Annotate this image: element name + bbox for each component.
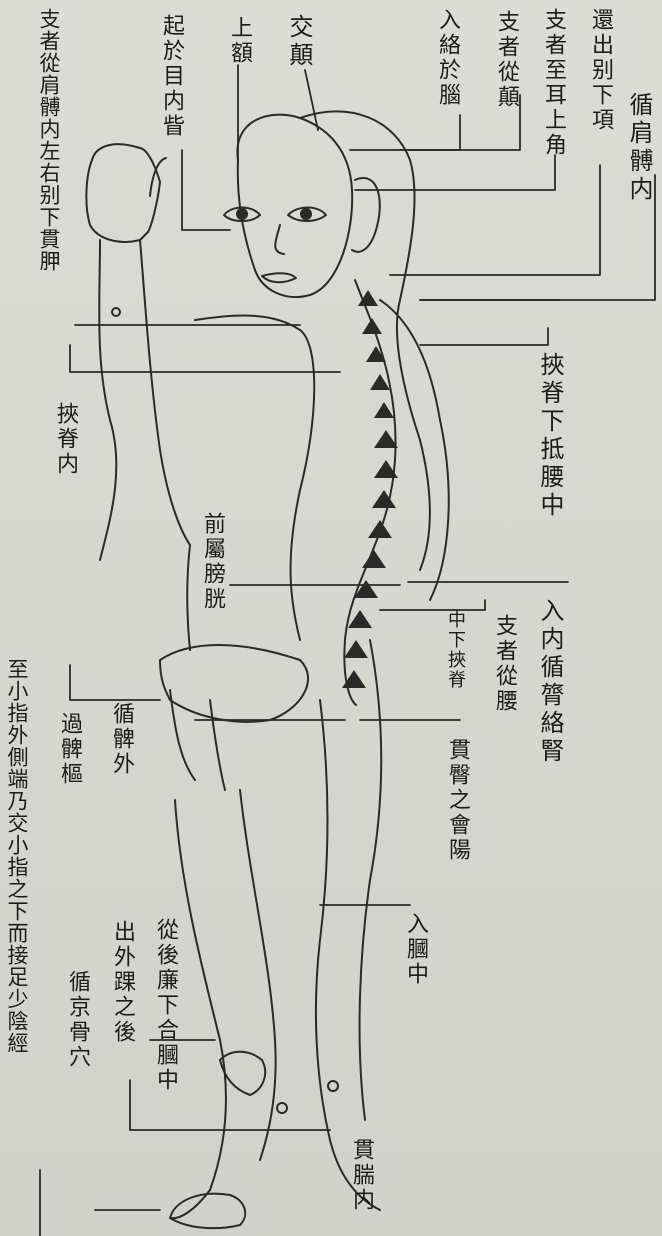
hair-outline — [299, 110, 431, 571]
label-jiao-dian: 交顛 — [285, 14, 313, 70]
head-outline — [236, 113, 354, 298]
mouth — [261, 272, 297, 284]
label-jia-ji-nei: 挾脊内 — [53, 402, 78, 477]
label-chu-wai-huai: 出外踝之後 — [110, 920, 135, 1045]
raised-hand — [85, 143, 161, 243]
label-guo-bi-shu: 過髀樞 — [57, 712, 82, 787]
ankle-point — [276, 1102, 288, 1114]
label-ru-nei-xun-lu-luo-shen: 入内循膂絡腎 — [536, 598, 564, 766]
label-xun-bi-wai: 循髀外 — [109, 702, 134, 777]
label-zhi-zhe-cong-yao: 支者從腰 — [492, 614, 517, 714]
torso-back — [379, 299, 450, 601]
front-leg — [169, 799, 227, 1220]
right-pupil — [300, 208, 312, 220]
label-xun-jian-bo-nei: 循肩髆内 — [625, 92, 653, 204]
label-zhi-zhe-cong-jian-bo: 支者從肩髆内左右别下貫胛 — [37, 8, 61, 272]
right-eye — [287, 206, 327, 222]
finger — [149, 157, 167, 197]
label-guan-chuan-nei: 貫腨内 — [349, 1138, 374, 1213]
hand-point — [111, 307, 121, 317]
left-eye — [223, 206, 261, 222]
back-foot — [219, 1050, 267, 1096]
back-leg-inner — [358, 639, 383, 1121]
belly — [186, 544, 191, 651]
spine-markers — [342, 290, 398, 688]
label-qi-yu-mu-nei-zi: 起於目内眥 — [159, 14, 184, 139]
ear — [351, 177, 381, 253]
arm-outline — [98, 239, 191, 561]
foot — [169, 1192, 247, 1230]
label-cong-hou-lian: 從後廉下合膕中 — [153, 918, 178, 1093]
loincloth-fold — [169, 689, 226, 791]
label-zhi-zhe-zhi-er-shang-jiao: 支者至耳上角 — [541, 8, 566, 158]
label-shang-e: 上額 — [227, 16, 252, 66]
leader-lines — [39, 64, 656, 1236]
label-zhi-xiao-zhi: 至小指外側端乃交小指之下而接足少陰經 — [5, 658, 29, 1054]
left-pupil — [236, 208, 248, 220]
loincloth — [159, 644, 310, 723]
spine-line — [343, 279, 397, 706]
front-leg-inner — [239, 789, 277, 1161]
label-jia-ji-xia-di-yao-zhong: 挾脊下抵腰中 — [536, 352, 564, 520]
label-zhong-xia-jia-ji: 中下挾脊 — [445, 610, 466, 690]
nose — [274, 224, 285, 255]
label-qian-shu-pang-guang: 前屬膀胱 — [200, 512, 225, 612]
label-guan-tun-zhi-hui-yang: 貫臀之會陽 — [445, 738, 470, 863]
torso-front — [194, 314, 316, 641]
label-ru-guo-zhong: 入膕中 — [403, 912, 428, 987]
label-huan-chu-bie-xia-xiang: 還出别下項 — [588, 8, 613, 133]
label-ru-luo-yu-nao: 入絡於腦 — [435, 8, 460, 108]
calf-point — [327, 1080, 339, 1092]
label-zhi-zhe-cong-dian: 支者從顛 — [494, 10, 519, 110]
back-leg — [314, 699, 381, 1211]
label-xun-jing-gu: 循京骨穴 — [65, 970, 90, 1070]
